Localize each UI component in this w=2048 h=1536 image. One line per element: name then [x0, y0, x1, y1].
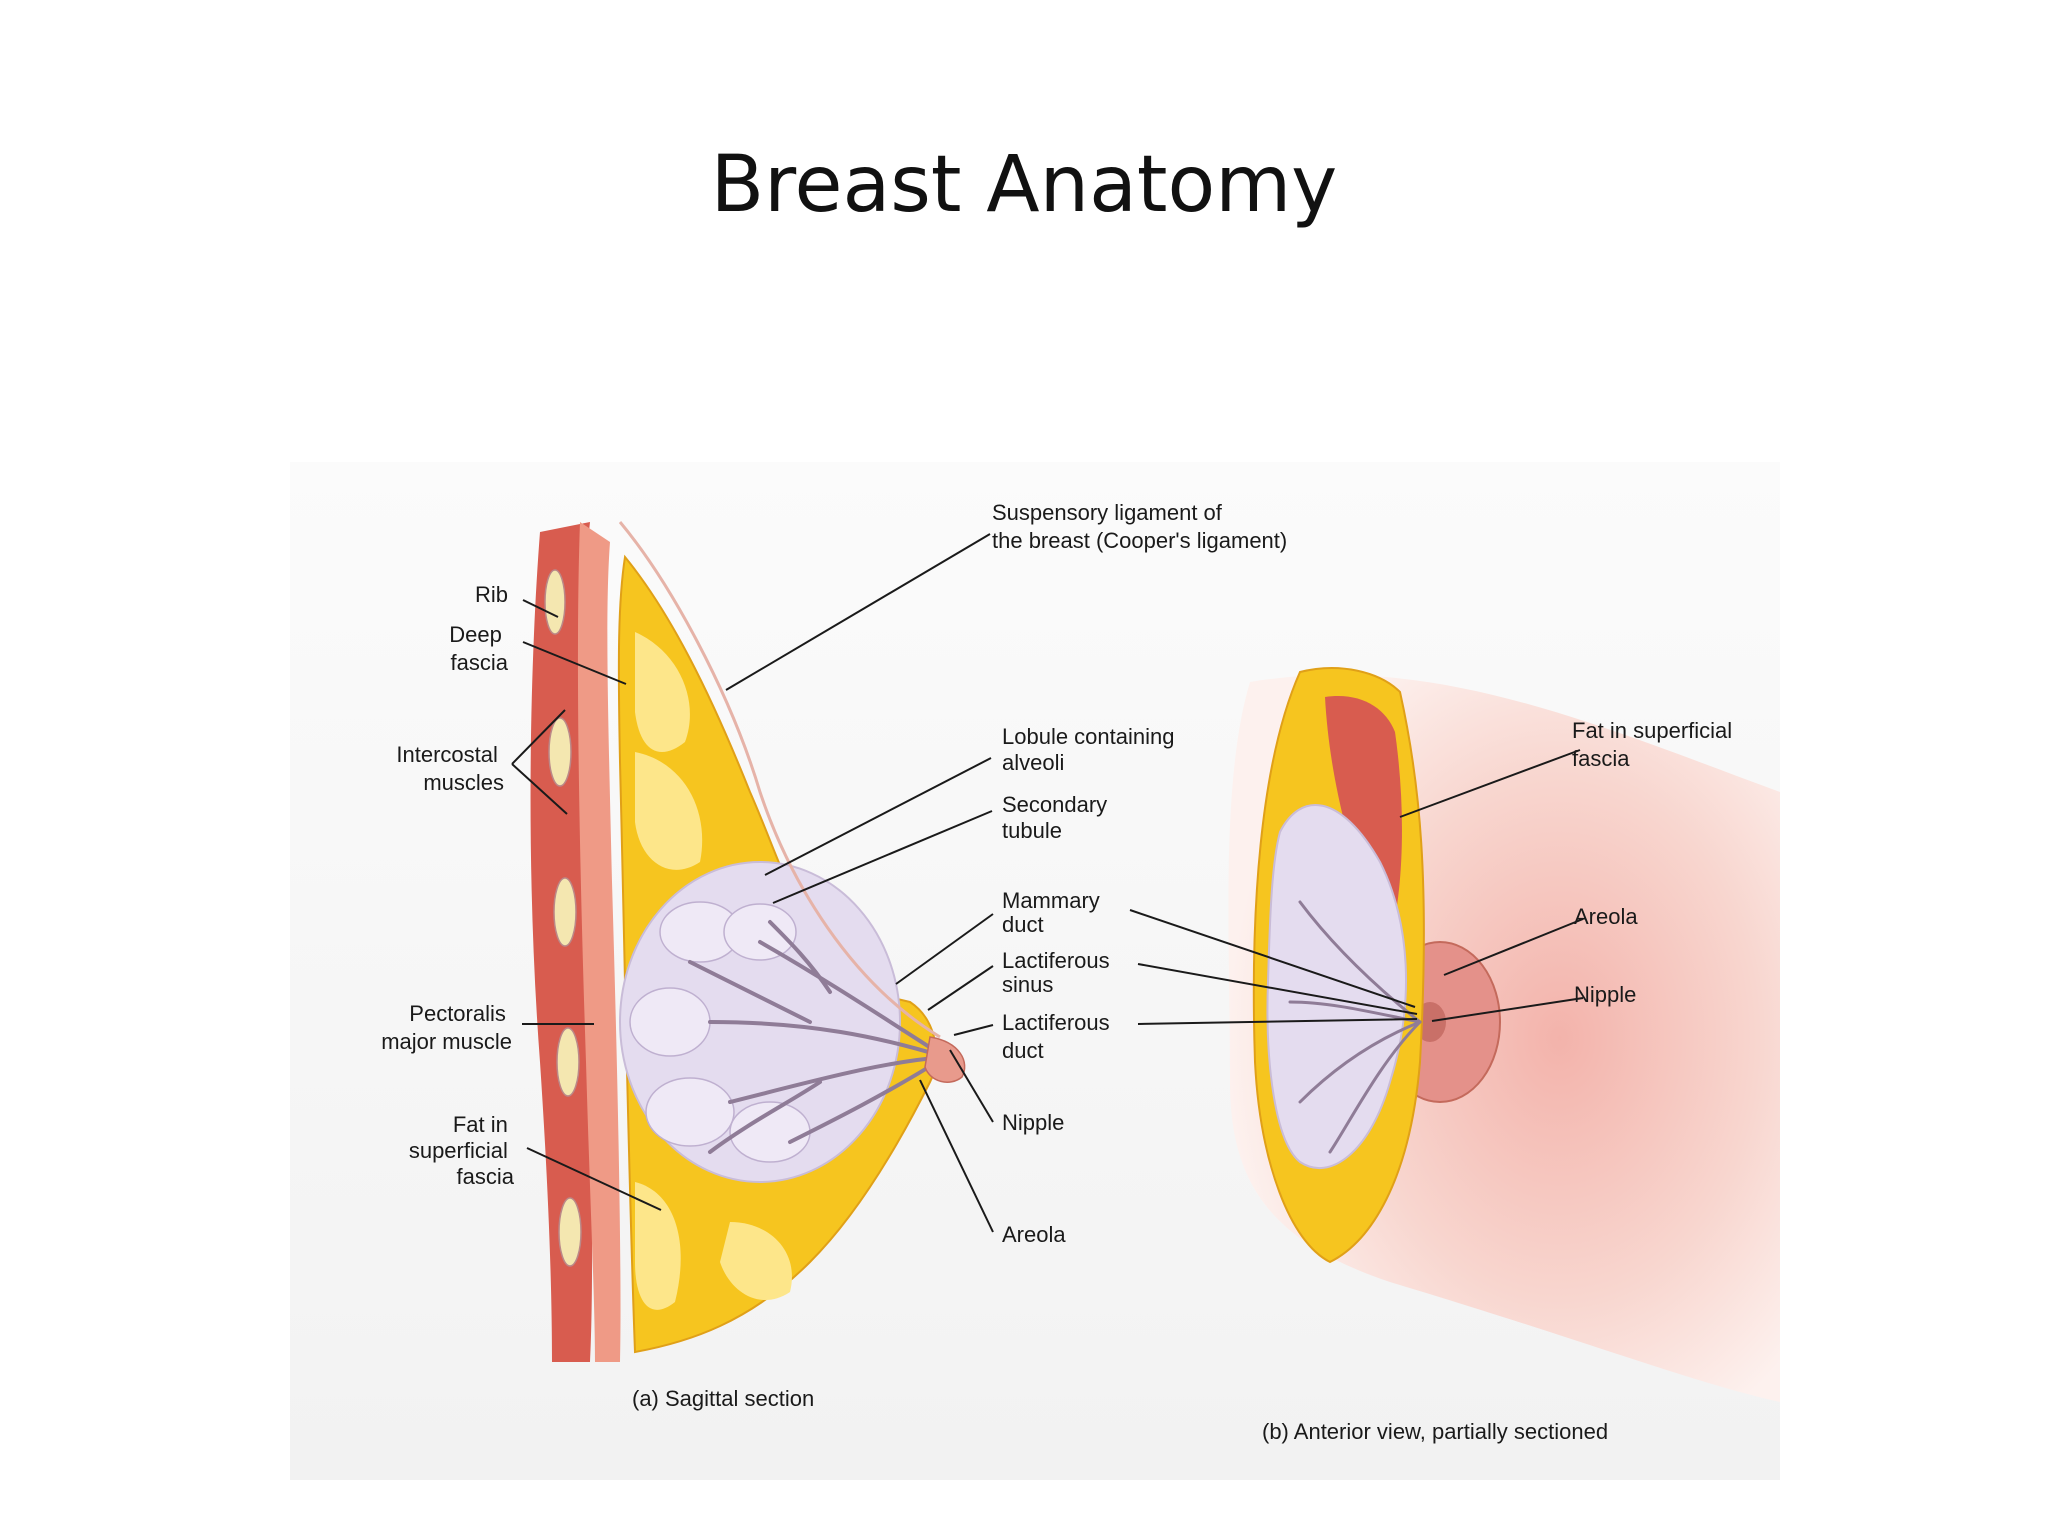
duct-system [688, 920, 947, 1154]
nipple-a-shape [924, 1036, 966, 1083]
glandular-tissue-b [1266, 804, 1408, 1169]
rib-4 [556, 1027, 580, 1097]
rib-3 [553, 877, 577, 947]
leader-fat-left [526, 1147, 662, 1211]
leader-nipple-a [949, 1049, 994, 1123]
rib-5 [558, 1197, 582, 1267]
label-deep-fascia: Deep fascia [449, 622, 508, 675]
rib-1 [544, 569, 566, 635]
caption-anterior: (b) Anterior view, partially sectioned [1262, 1419, 1608, 1444]
pectoralis-major-strip [577, 522, 621, 1362]
rib-2 [548, 717, 572, 787]
label-nipple-b: Nipple [1574, 982, 1636, 1007]
label-lactiferous-sinus: Lactiferous sinus [1002, 948, 1116, 997]
lobule-cluster-2 [629, 987, 711, 1057]
leader-deep-fascia [522, 641, 627, 685]
leader-mammary-b [1129, 909, 1416, 1008]
leader-lactiferous-duct [953, 1024, 994, 1036]
leader-areola-a [919, 1079, 994, 1233]
leader-mammary [895, 913, 994, 985]
label-pectoralis: Pectoralis major muscle [381, 1001, 512, 1054]
leader-secondary [772, 810, 993, 904]
fat-pocket-1 [635, 632, 690, 752]
anatomy-figure: Suspensory ligament of the breast (Coope… [290, 462, 1780, 1480]
leader-rib [522, 599, 559, 618]
leader-areola-b [1443, 918, 1584, 976]
leader-suspensory [725, 533, 991, 691]
label-areola-a: Areola [1002, 1222, 1066, 1247]
leader-nipple-b [1431, 997, 1584, 1022]
label-fat-left: Fat in superficial fascia [409, 1112, 515, 1189]
label-areola-b: Areola [1574, 904, 1638, 929]
lobule-cluster-5 [723, 903, 797, 961]
fat-pocket-2 [635, 752, 703, 870]
fat-pocket-3 [635, 1182, 681, 1310]
leader-sinus-b [1137, 963, 1418, 1015]
leader-lines [511, 533, 1584, 1233]
leader-intercostal [511, 709, 568, 815]
label-suspensory: Suspensory ligament of the breast (Coope… [992, 500, 1287, 553]
anatomy-diagram: Suspensory ligament of the breast (Coope… [290, 462, 1780, 1480]
fat-pocket-4 [720, 1222, 792, 1301]
label-intercostal: Intercostal muscles [396, 742, 504, 795]
label-rib: Rib [475, 582, 508, 607]
label-nipple-a: Nipple [1002, 1110, 1064, 1135]
skin-line-a [618, 521, 941, 1039]
anterior-view [1228, 667, 1780, 1402]
label-fat-right: Fat in superficial fascia [1572, 718, 1738, 771]
leader-lobule [764, 757, 992, 876]
caption-sagittal: (a) Sagittal section [632, 1386, 814, 1411]
labels: Suspensory ligament of the breast (Coope… [381, 500, 1738, 1247]
leader-sinus [927, 965, 994, 1011]
label-lobule: Lobule containing alveoli [1002, 724, 1181, 775]
label-mammary-duct: Mammary duct [1002, 888, 1106, 937]
lobule-cluster-3 [645, 1077, 735, 1147]
leader-fat-right [1399, 749, 1581, 818]
label-lactiferous-duct: Lactiferous duct [1002, 1010, 1116, 1063]
slide-title: Breast Anatomy [710, 140, 1338, 230]
leader-lactiferous-duct-b [1137, 1018, 1418, 1025]
sagittal-section [530, 521, 966, 1362]
label-secondary-tubule: Secondary tubule [1002, 792, 1113, 843]
